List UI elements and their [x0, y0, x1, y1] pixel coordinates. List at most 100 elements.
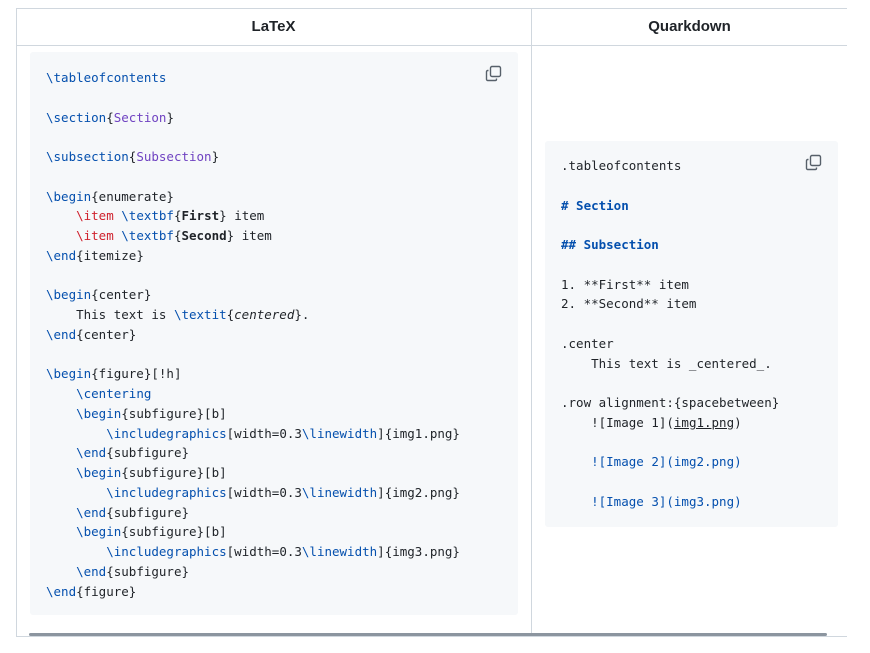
- code-token: [46, 524, 76, 539]
- code-token: {subfigure}: [106, 445, 190, 461]
- code-token: {: [128, 149, 137, 164]
- code-token: [width=0.3: [226, 484, 302, 500]
- code-line: \end{subfigure}: [46, 443, 460, 463]
- header-latex: LaTeX: [251, 18, 296, 35]
- code-token: [46, 564, 76, 579]
- code-token: }: [211, 149, 220, 164]
- code-line: \includegraphics[width=0.3\linewidth]{im…: [46, 542, 460, 562]
- code-token: {: [173, 208, 182, 224]
- code-token: \centering: [76, 386, 152, 401]
- code-token: {: [226, 307, 235, 322]
- code-line: \end{center}: [46, 325, 460, 345]
- code-token: \linewidth: [301, 484, 378, 500]
- code-token: \linewidth: [301, 544, 378, 559]
- code-line: \begin{subfigure}[b]: [46, 522, 460, 542]
- code-token: \item: [76, 208, 114, 224]
- code-token: {center}: [91, 287, 152, 303]
- code-token: [561, 494, 591, 509]
- code-line: This text is _centered_.: [561, 354, 779, 374]
- code-token: \begin: [46, 188, 92, 204]
- code-line: ![Image 2](img2.png): [561, 452, 779, 472]
- code-line: ​: [561, 255, 779, 275]
- code-token: } item: [226, 228, 272, 243]
- code-line: ![Image 1](img1.png): [561, 413, 779, 433]
- copy-button-latex[interactable]: [484, 64, 504, 84]
- code-line: .center: [561, 334, 779, 354]
- code-token: 1. **First** item: [561, 276, 689, 292]
- code-token: }.: [294, 307, 310, 322]
- code-token: [46, 426, 106, 441]
- code-token: \end: [76, 445, 107, 461]
- code-token: \section: [46, 109, 107, 125]
- code-line: ## Subsection: [561, 235, 779, 255]
- code-token: .center: [561, 335, 614, 351]
- code-line: \begin{center}: [46, 285, 460, 305]
- code-token: \end: [76, 563, 107, 579]
- code-token: First: [181, 208, 220, 224]
- code-token: This text is: [46, 307, 174, 322]
- code-line: ​: [561, 472, 779, 492]
- code-token: Section: [113, 109, 167, 125]
- code-line: .row alignment:{spacebetween}: [561, 393, 779, 413]
- code-line: \begin{subfigure}[b]: [46, 404, 460, 424]
- code-token: \textbf: [121, 208, 174, 224]
- code-token: ]{img3.png}: [377, 544, 460, 559]
- code-token: {subfigure}[b]: [121, 524, 227, 540]
- code-token: [46, 445, 76, 460]
- code-line: ​: [46, 88, 460, 108]
- horizontal-scrollbar[interactable]: [29, 633, 827, 636]
- code-token: [width=0.3: [226, 544, 302, 559]
- code-line: # Section: [561, 196, 779, 216]
- code-token: [46, 485, 106, 500]
- code-line: ​: [561, 176, 779, 196]
- code-token: } item: [219, 208, 265, 224]
- code-token: {subfigure}: [106, 504, 190, 520]
- code-token: [46, 505, 76, 520]
- code-token: {itemize}: [76, 247, 144, 263]
- code-token: \tableofcontents: [46, 70, 167, 85]
- code-token: [46, 228, 76, 243]
- code-token: [46, 544, 106, 559]
- code-token: [46, 465, 76, 480]
- code-line: \begin{figure}[!h]: [46, 364, 460, 384]
- column-divider: [531, 8, 532, 637]
- code-line: \subsection{Subsection}: [46, 147, 460, 167]
- code-line: ​: [46, 266, 460, 286]
- code-line: 2. **Second** item: [561, 294, 779, 314]
- code-token: {subfigure}[b]: [121, 465, 227, 480]
- code-token: \linewidth: [301, 425, 378, 441]
- code-line: \includegraphics[width=0.3\linewidth]{im…: [46, 483, 460, 503]
- code-token: \end: [46, 326, 77, 342]
- code-token: Subsection: [136, 149, 212, 164]
- code-line: \end{subfigure}: [46, 503, 460, 523]
- quarkdown-code: .tableofcontents​# Section​## Subsection…: [561, 156, 779, 512]
- code-token: {figure}[!h]: [91, 366, 182, 382]
- code-token: {enumerate}: [91, 188, 174, 204]
- copy-icon: [485, 65, 502, 82]
- code-token: This text is _centered_.: [561, 355, 772, 371]
- code-line: \end{subfigure}: [46, 562, 460, 582]
- code-line: ![Image 3](img3.png): [561, 492, 779, 512]
- code-token: 2. **Second** item: [561, 296, 697, 312]
- code-token: \textit: [173, 307, 227, 322]
- code-line: \begin{enumerate}: [46, 187, 460, 207]
- code-line: ​: [46, 345, 460, 365]
- code-token: \end: [46, 583, 77, 599]
- code-token: ]{img2.png}: [377, 484, 460, 500]
- copy-button-quarkdown[interactable]: [804, 153, 824, 173]
- code-token: {: [106, 109, 114, 125]
- code-line: \begin{subfigure}[b]: [46, 463, 460, 483]
- code-line: \tableofcontents: [46, 68, 460, 88]
- code-line: ​: [561, 373, 779, 393]
- code-token: \end: [46, 247, 77, 263]
- code-token: ![Image 3](img3.png): [591, 493, 742, 509]
- code-line: .tableofcontents: [561, 156, 779, 176]
- header-quarkdown: Quarkdown: [648, 18, 731, 35]
- code-token: }: [166, 109, 174, 125]
- code-line: \centering: [46, 384, 460, 404]
- code-token: \begin: [46, 287, 92, 303]
- code-token: \begin: [76, 405, 122, 421]
- code-token: \includegraphics: [106, 544, 227, 559]
- code-token: ]{img1.png}: [377, 425, 460, 441]
- code-token: [width=0.3: [226, 425, 302, 441]
